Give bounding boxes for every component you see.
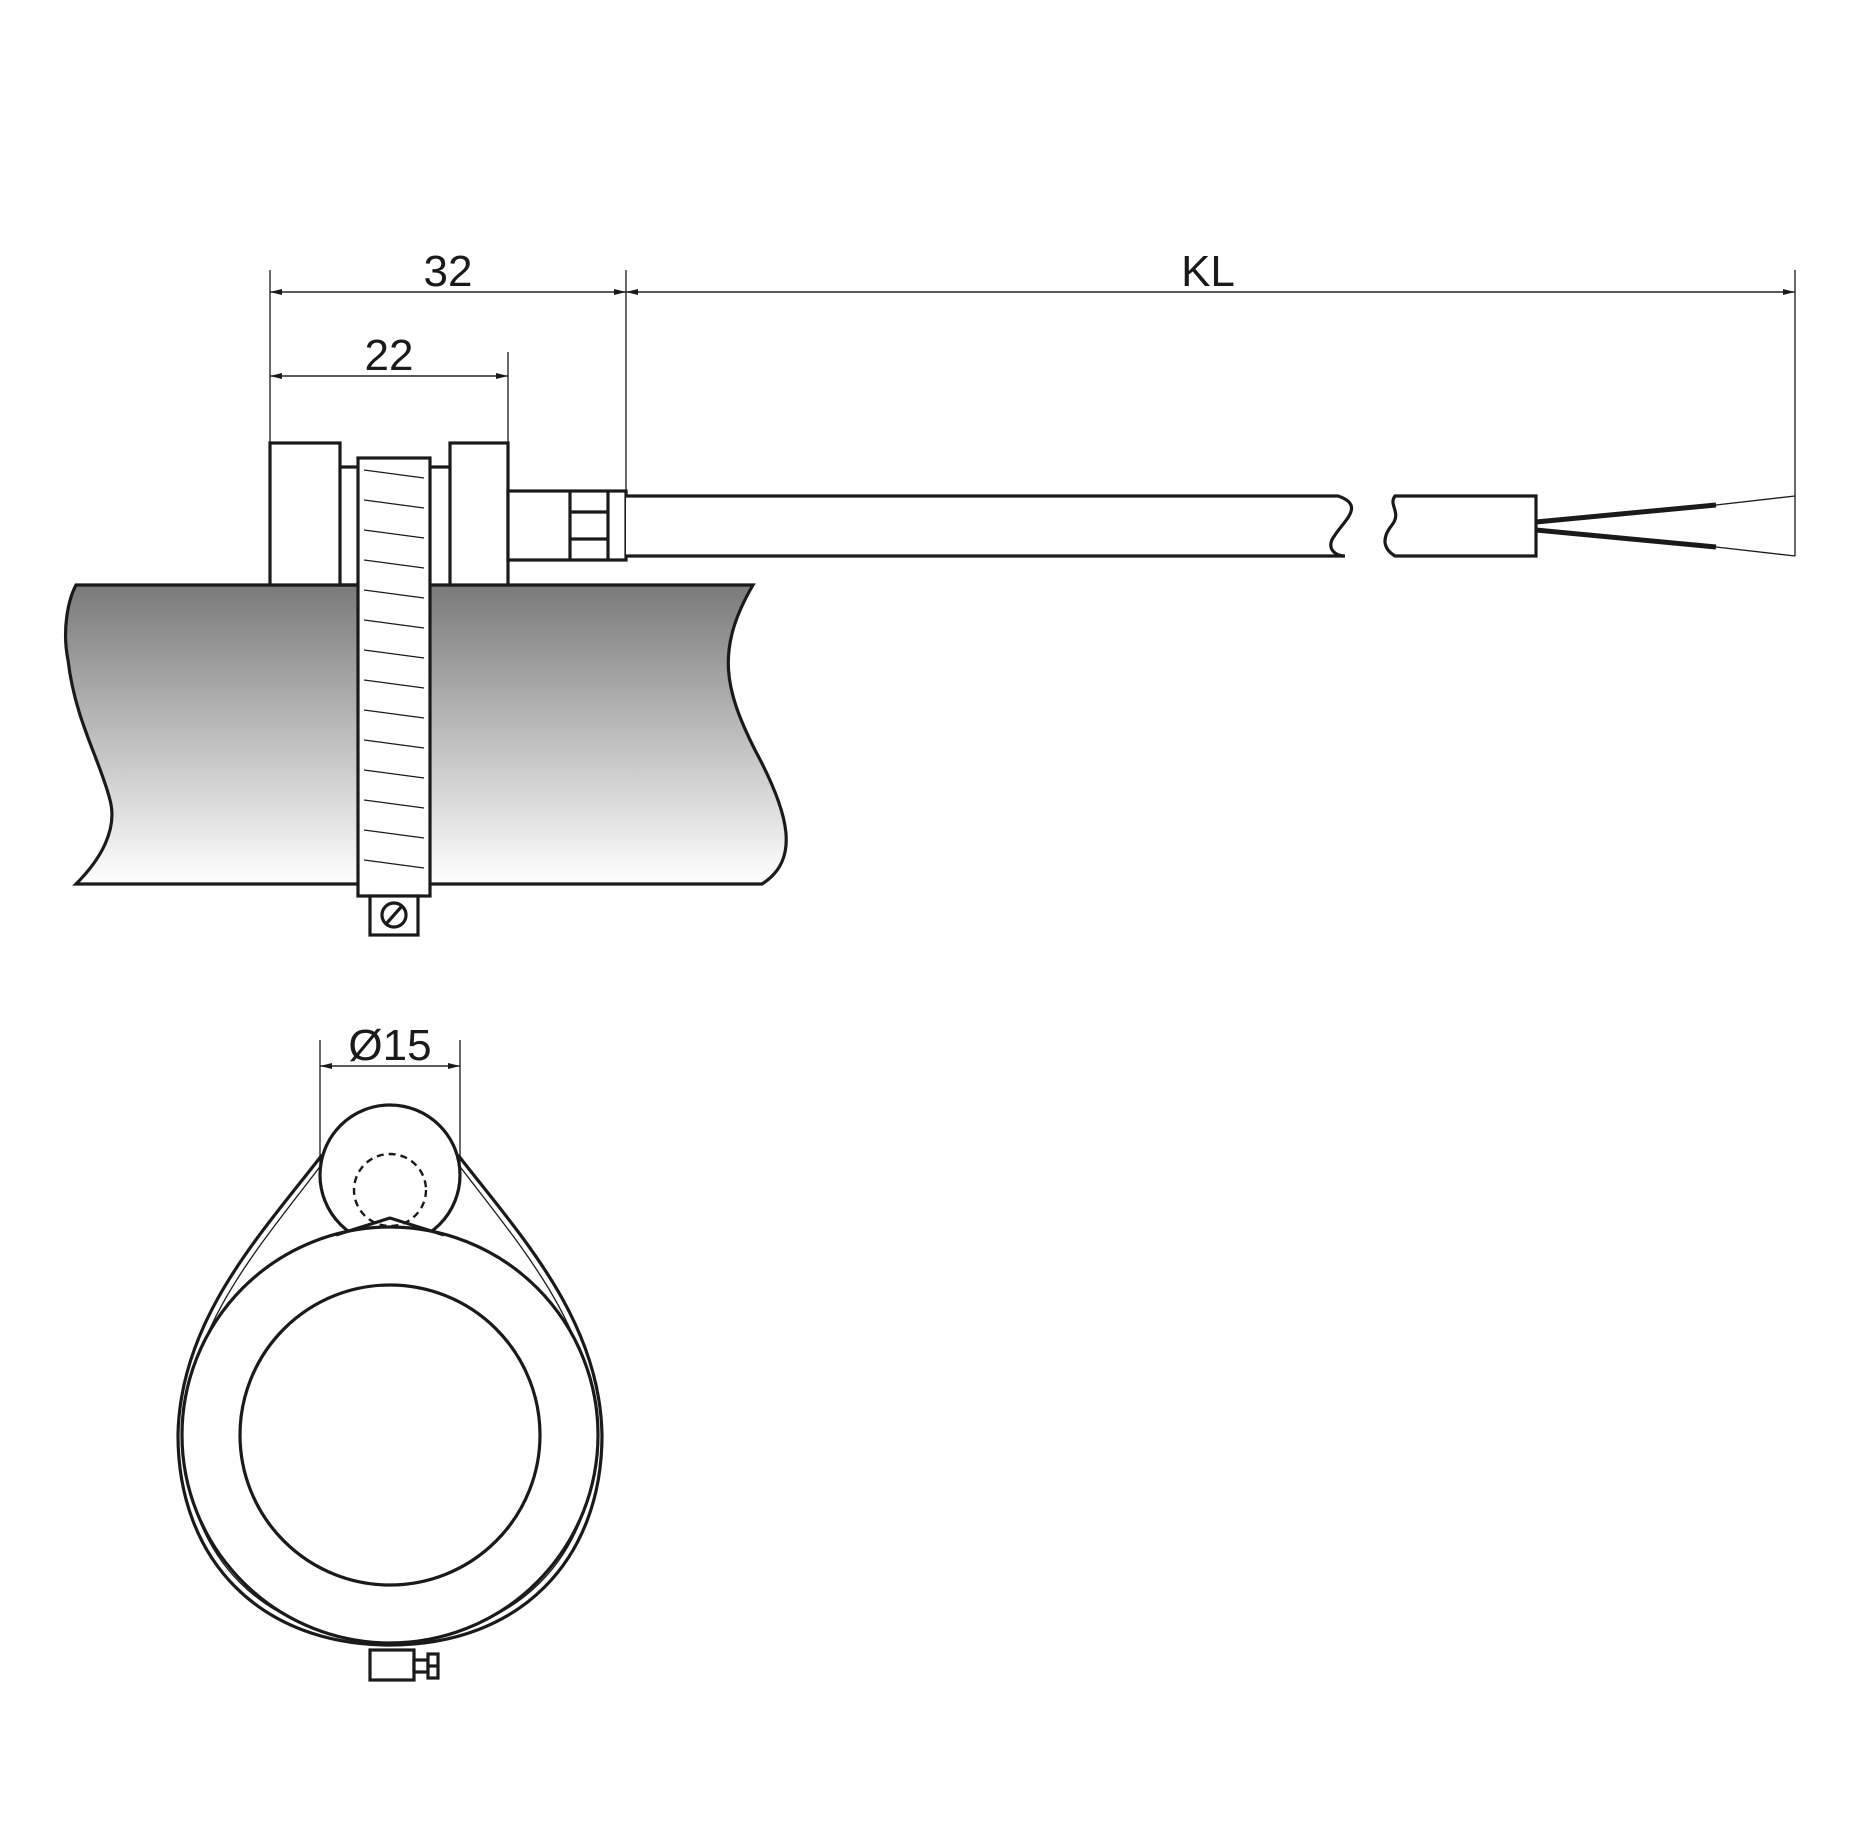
side-view: 32 22 KL: [64, 247, 1796, 937]
front-view: Ø15: [176, 1021, 604, 1682]
dimension-label-kl: KL: [1181, 247, 1235, 296]
clamp-screw-icon: [368, 894, 420, 937]
dimension-label-diameter: Ø15: [348, 1021, 431, 1070]
dimension-label-32: 32: [424, 247, 473, 296]
clamp-band-serrations: [363, 469, 425, 869]
clamp-band-outer: [176, 1154, 604, 1647]
sensor-internal-hidden: [352, 1152, 428, 1228]
dimension-32: 32: [269, 247, 627, 491]
wire-upper: [1535, 502, 1717, 525]
sensor-block-left: [268, 441, 342, 587]
pipe-inner-circle: [238, 1283, 542, 1587]
dimension-22: 22: [270, 331, 509, 443]
band-peak: [335, 1216, 445, 1237]
dimension-label-22: 22: [365, 331, 414, 380]
cable-segment-left: [626, 494, 1354, 558]
dimension-diameter: Ø15: [319, 1021, 461, 1175]
sensor-head-circle: [318, 1103, 462, 1247]
dimension-kl: KL: [626, 247, 1796, 556]
wire-lower: [1535, 527, 1717, 550]
cable-segment-right: [1383, 494, 1538, 558]
clamp-screw-bottom-icon: [368, 1648, 440, 1682]
cable-gland: [506, 489, 628, 562]
sensor-block-right: [448, 441, 510, 587]
